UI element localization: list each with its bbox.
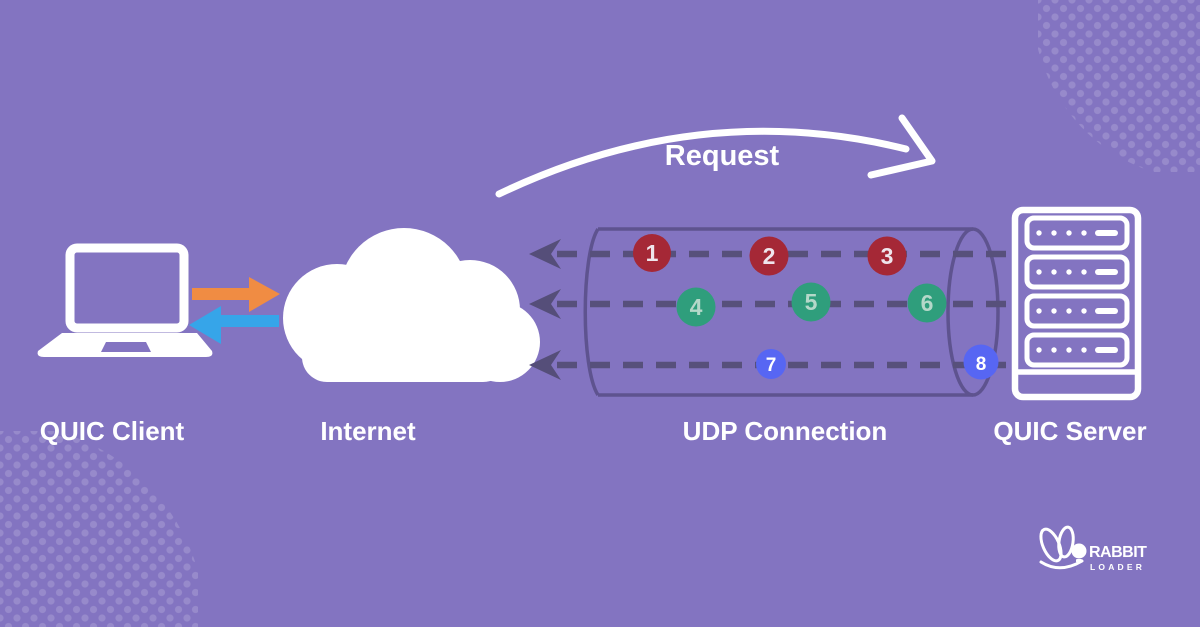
rabbit-icon [1039, 525, 1087, 570]
server-label: QUIC Server [993, 416, 1146, 446]
packet-6-circle [907, 283, 947, 323]
packet-5-circle [791, 282, 831, 322]
request-arrowhead-icon [867, 114, 936, 179]
packet-7-circle [756, 349, 786, 379]
packet-3-label: 3 [881, 243, 894, 269]
packet-2: 2 [749, 236, 789, 276]
packet-6-label: 6 [921, 290, 934, 316]
packet-3: 3 [867, 236, 907, 276]
laptop-screen [65, 243, 189, 333]
packet-1: 1 [633, 234, 671, 272]
stream-arrowhead-2-icon [529, 289, 561, 319]
packet-5-label: 5 [805, 289, 818, 315]
packet-1-label: 1 [646, 240, 659, 266]
request-arrow: Request [495, 114, 936, 198]
packet-4-circle [676, 287, 716, 327]
download-arrow-icon [189, 306, 279, 344]
udp-tube [583, 227, 1000, 397]
packet-4: 4 [676, 287, 716, 327]
stream-arrowhead-1-icon [529, 239, 561, 269]
packet-2-label: 2 [763, 243, 776, 269]
laptop-icon [37, 243, 213, 357]
packet-7: 7 [756, 349, 786, 379]
rabbitloader-logo: RABBIT LOADER [1039, 525, 1148, 572]
tube-left-cap [583, 228, 600, 396]
stream-arrowhead-3-icon [529, 350, 561, 380]
packet-8-circle [963, 344, 999, 380]
server-icon [1011, 206, 1142, 401]
client-label: QUIC Client [40, 416, 185, 446]
cloud-icon [283, 228, 540, 382]
packet-6: 6 [907, 283, 947, 323]
request-label: Request [665, 140, 780, 172]
packet-5: 5 [791, 282, 831, 322]
packet-1-circle [633, 234, 671, 272]
packet-8: 8 [963, 344, 999, 380]
request-arc [495, 127, 910, 198]
tube-right-cap [946, 227, 1000, 397]
server-unit-leds [1036, 230, 1118, 353]
logo-name-top: RABBIT [1089, 544, 1147, 561]
packet-7-label: 7 [766, 355, 777, 376]
internet-label: Internet [320, 416, 416, 446]
packet-3-circle [867, 236, 907, 276]
connection-label: UDP Connection [683, 416, 888, 446]
packet-4-label: 4 [690, 294, 703, 320]
logo-name-bottom: LOADER [1090, 562, 1145, 572]
upload-arrow-icon [192, 277, 280, 312]
packet-2-circle [749, 236, 789, 276]
packet-8-label: 8 [976, 354, 987, 375]
laptop-touchpad-notch [101, 342, 151, 352]
